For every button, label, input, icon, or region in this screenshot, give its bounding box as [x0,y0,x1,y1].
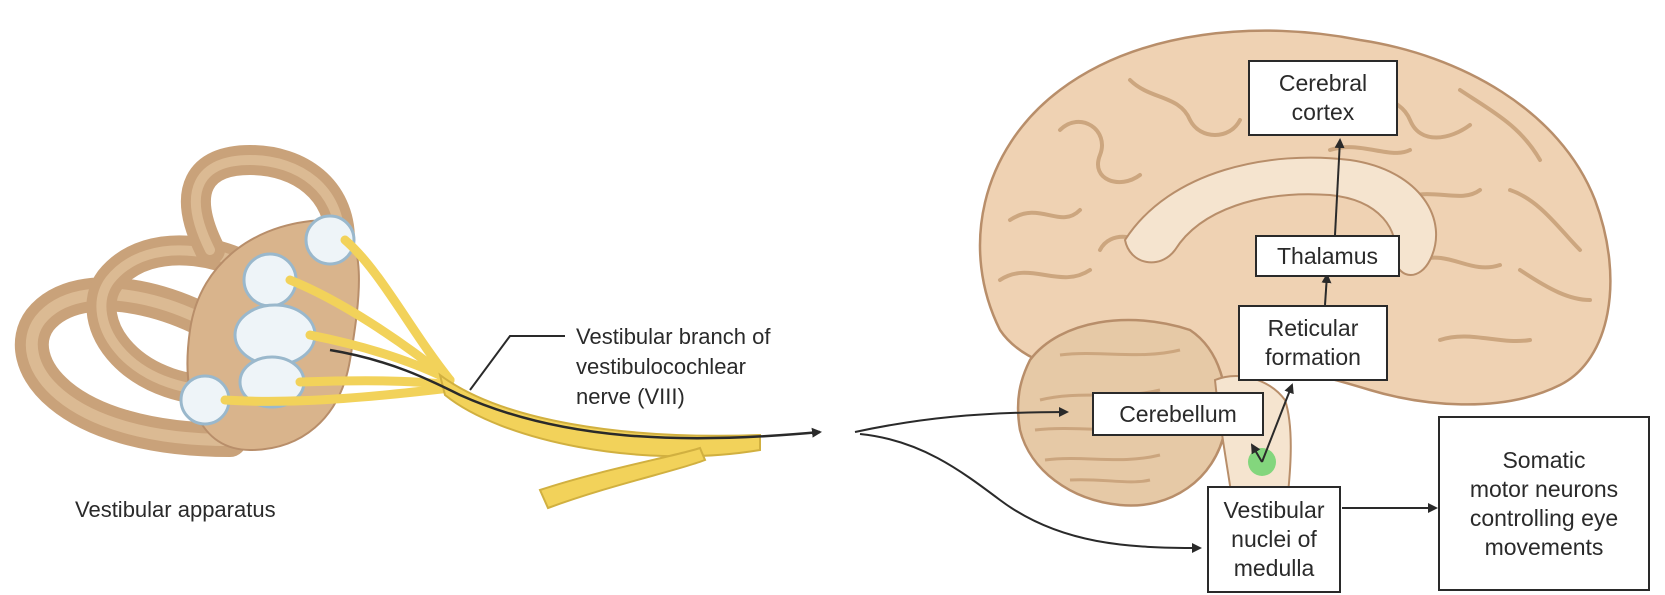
somatic-motor-line-3: controlling eye [1470,504,1618,533]
reticular-formation-box: Reticular formation [1238,305,1388,381]
nerve-label-leader [470,336,565,390]
cerebral-cortex-line-2: cortex [1279,98,1367,127]
nerve-label-line-2: vestibulocochlear [576,352,770,382]
cerebral-cortex-box: Cerebral cortex [1248,60,1398,136]
somatic-motor-neurons-box: Somatic motor neurons controlling eye mo… [1438,416,1650,591]
nerve-label-line-3: nerve (VIII) [576,382,770,412]
somatic-motor-line-1: Somatic [1470,446,1618,475]
nerve-label-line-1: Vestibular branch of [576,322,770,352]
vestibular-nuclei-box: Vestibular nuclei of medulla [1207,486,1341,593]
vestibular-nuclei-line-2: nuclei of [1223,525,1324,554]
nerve-label: Vestibular branch of vestibulocochlear n… [576,322,770,412]
vestibular-apparatus-label: Vestibular apparatus [75,496,276,523]
cerebellum-box: Cerebellum [1092,392,1264,436]
somatic-motor-line-4: movements [1470,533,1618,562]
thalamus-line-1: Thalamus [1277,242,1378,271]
reticular-formation-line-2: formation [1265,343,1361,372]
cerebellum-line-1: Cerebellum [1119,400,1237,429]
cochlear-branch [540,448,705,508]
vestibular-nuclei-line-3: medulla [1223,554,1324,583]
somatic-motor-line-2: motor neurons [1470,475,1618,504]
reticular-formation-line-1: Reticular [1265,314,1361,343]
thalamus-box: Thalamus [1255,235,1400,277]
cerebral-cortex-line-1: Cerebral [1279,69,1367,98]
vestibular-nuclei-line-1: Vestibular [1223,496,1324,525]
